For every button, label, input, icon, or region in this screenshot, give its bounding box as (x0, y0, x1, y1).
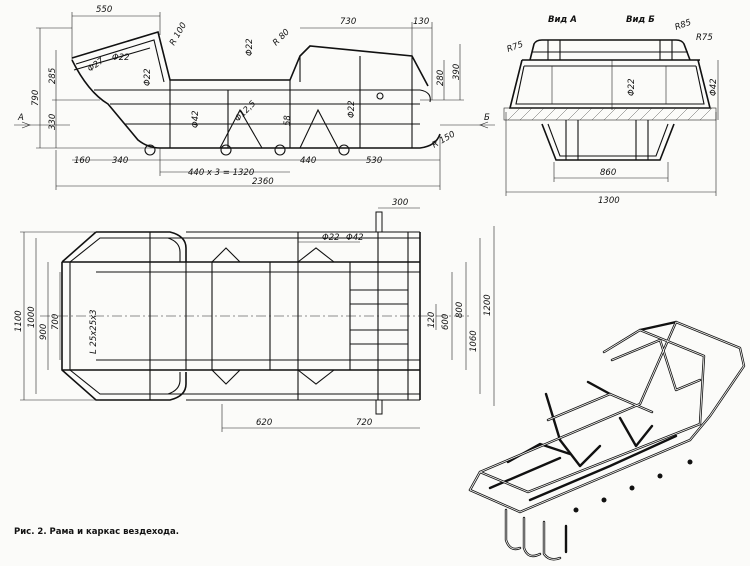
view-a-label: Вид А (548, 15, 577, 25)
dim-d22-end: Φ22 (627, 78, 637, 96)
dim-d42-plan: Φ42 (346, 233, 364, 243)
dim-120: 120 (427, 312, 437, 328)
dim-1200: 1200 (483, 294, 493, 316)
side-view: 550 730 130 Φ22 R 100 Φ22 R 80 Φ27 Φ22 7… (14, 5, 495, 190)
dim-r75-right: R75 (696, 33, 713, 43)
dim-r80: R 80 (271, 27, 292, 48)
dim-d22-nose: Φ22 (112, 53, 130, 63)
dim-730: 730 (340, 17, 356, 27)
dim-d27: Φ27 (86, 56, 107, 75)
dim-530: 530 (366, 156, 382, 166)
dim-1060: 1060 (469, 330, 479, 352)
dim-790: 790 (31, 90, 41, 106)
dim-800: 800 (455, 302, 465, 318)
dim-r75-left: R75 (506, 40, 525, 55)
dim-620: 620 (256, 418, 272, 428)
dim-280: 280 (436, 70, 446, 86)
dim-r100: R 100 (168, 21, 189, 48)
dim-d22-top: Φ22 (245, 38, 255, 56)
dim-600: 600 (441, 314, 451, 330)
dim-1300: 1300 (598, 196, 620, 206)
dim-340: 340 (112, 156, 128, 166)
dim-900: 900 (39, 324, 49, 340)
dim-330: 330 (48, 114, 58, 130)
dim-d22-plan: Φ22 (322, 233, 340, 243)
dim-1000: 1000 (27, 306, 37, 328)
arrow-a-label: А (17, 113, 24, 123)
dim-d22-low: Φ22 (347, 100, 357, 118)
dim-2360: 2360 (252, 177, 274, 187)
dim-390: 390 (452, 64, 462, 80)
dim-160: 160 (74, 156, 90, 166)
dim-1100: 1100 (14, 310, 24, 332)
dim-440: 440 (300, 156, 316, 166)
figure-caption: Рис. 2. Рама и каркас вездехода. (14, 527, 179, 537)
dim-550: 550 (96, 5, 112, 15)
dim-285: 285 (48, 68, 58, 84)
dim-d22-mid: Φ22 (143, 68, 153, 86)
dim-d42-end: Φ42 (709, 78, 719, 96)
dim-440x3: 440 x 3 = 1320 (188, 168, 254, 178)
dim-860: 860 (600, 168, 616, 178)
dim-58: 58 (283, 115, 293, 126)
end-view: Вид А Вид Б (503, 15, 719, 206)
floor-hatch (507, 107, 713, 121)
top-view: 300 Φ22 Φ42 1100 1000 900 700 L 25x25x3 … (14, 198, 495, 432)
dim-r85: R85 (674, 18, 693, 33)
dim-300: 300 (392, 198, 408, 208)
dim-700: 700 (51, 314, 61, 330)
isometric-view (468, 320, 746, 561)
arrow-b-label: Б (484, 113, 490, 123)
dim-720: 720 (356, 418, 372, 428)
dim-130: 130 (413, 17, 429, 27)
view-b-label: Вид Б (626, 15, 655, 25)
dim-r150: R 150 (431, 130, 458, 151)
profile-angle: L 25x25x3 (89, 309, 99, 354)
dim-d42: Φ42 (191, 110, 201, 128)
